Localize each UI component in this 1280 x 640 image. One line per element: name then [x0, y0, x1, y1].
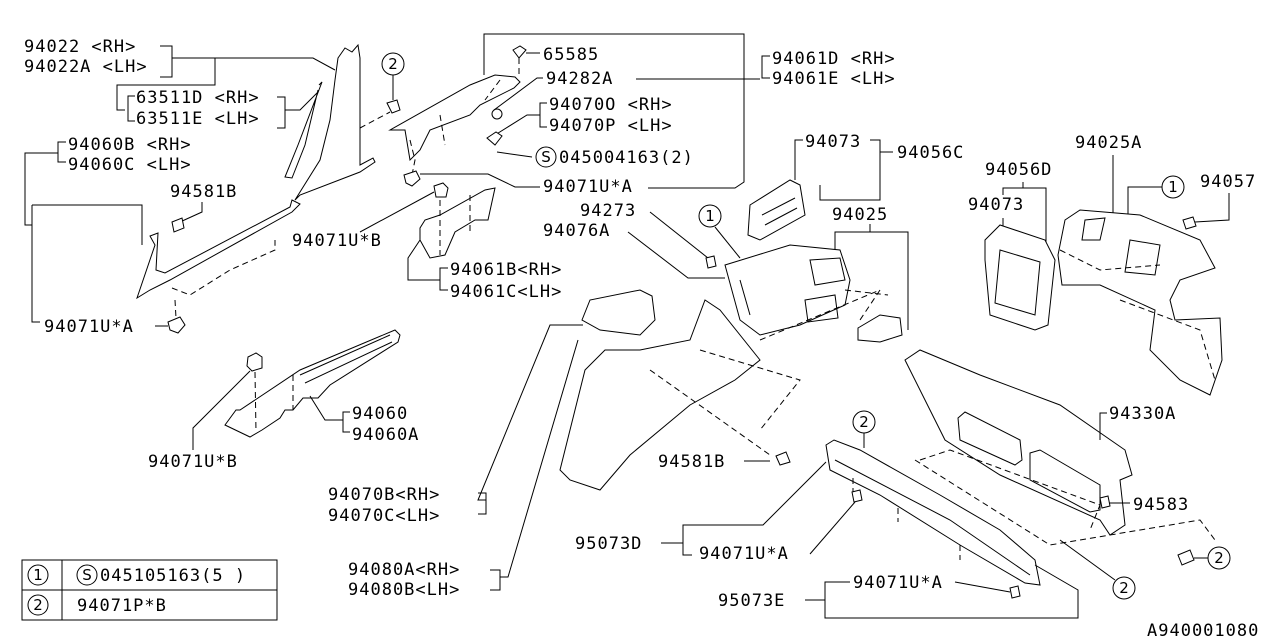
legend-part-1[interactable]: 045105163(5 ) — [100, 566, 246, 586]
part-label-045004163[interactable]: 045004163(2) — [559, 148, 694, 168]
part-label-94073-a[interactable]: 94073 — [805, 132, 861, 152]
svg-text:2: 2 — [859, 413, 869, 431]
assembly-box-94061D — [483, 33, 745, 189]
part-label-94070C[interactable]: 94070C<LH> — [328, 506, 440, 526]
clip-icon — [1009, 585, 1021, 599]
part-label-94060[interactable]: 94060 — [352, 404, 408, 424]
sill-plate-95073D[interactable] — [825, 439, 1041, 586]
part-label-94282A[interactable]: 94282A — [546, 69, 613, 89]
panel-94056D[interactable] — [984, 224, 1056, 331]
part-label-94056C[interactable]: 94056C — [897, 143, 964, 163]
bracket-63511 — [127, 95, 135, 122]
part-label-94057[interactable]: 94057 — [1200, 172, 1256, 192]
part-label-94581B-low[interactable]: 94581B — [658, 452, 725, 472]
clip-icon — [775, 451, 791, 466]
part-label-95073D[interactable]: 95073D — [575, 534, 642, 554]
part-label-94056D[interactable]: 94056D — [985, 160, 1052, 180]
part-label-63511E[interactable]: 63511E <LH> — [136, 109, 260, 129]
part-label-65585[interactable]: 65585 — [543, 45, 599, 65]
part-label-94581B-top[interactable]: 94581B — [170, 182, 237, 202]
clip-94071UB-low — [246, 352, 263, 372]
screw-symbol — [76, 564, 98, 586]
part-label-94071UA-mid[interactable]: 94071U*A — [699, 544, 789, 564]
legend-table: 1 S 045105163(5 ) 2 94071P*B — [21, 559, 278, 621]
legend-callout-1 — [27, 564, 49, 586]
clip-icon — [851, 489, 863, 503]
clip-icon — [167, 316, 186, 334]
label-group-94022: 94022 <RH> 94022A <LH> — [24, 37, 336, 111]
screw-icon — [1182, 216, 1197, 230]
svg-text:2: 2 — [1214, 549, 1224, 567]
clip-icon — [491, 108, 503, 120]
part-label-94061D[interactable]: 94061D <RH> — [772, 49, 896, 69]
part-label-94080A[interactable]: 94080A<RH> — [348, 560, 460, 580]
svg-text:S: S — [82, 566, 92, 584]
part-label-94060A[interactable]: 94060A — [352, 425, 419, 445]
part-label-94060B[interactable]: 94060B <RH> — [68, 135, 192, 155]
weatherstrip-63511[interactable] — [284, 81, 323, 179]
part-label-94330A[interactable]: 94330A — [1109, 404, 1176, 424]
clip-icon — [433, 182, 449, 198]
part-label-94071UB-low[interactable]: 94071U*B — [148, 452, 238, 472]
part-label-94070B[interactable]: 94070B<RH> — [328, 485, 440, 505]
screw-icon — [1177, 549, 1195, 566]
quarter-trim-94025A[interactable] — [1057, 209, 1223, 396]
part-label-63511D[interactable]: 63511D <RH> — [136, 88, 260, 108]
clip-icon — [705, 255, 717, 269]
trim-94061B[interactable] — [419, 187, 496, 259]
part-label-95073E[interactable]: 95073E — [718, 591, 785, 611]
label-group-63511: 63511D <RH> 63511E <LH> — [127, 88, 319, 129]
label-group-94060B: 94060B <RH> 94060C <LH> — [24, 135, 192, 323]
callout-1-center[interactable] — [698, 204, 722, 228]
part-label-94060C[interactable]: 94060C <LH> — [68, 155, 192, 175]
part-label-94583[interactable]: 94583 — [1133, 495, 1189, 515]
part-label-94061E[interactable]: 94061E <LH> — [772, 69, 896, 89]
svg-text:1: 1 — [33, 566, 43, 584]
svg-text:1: 1 — [1168, 178, 1178, 196]
callout-2-lower[interactable] — [1112, 576, 1136, 600]
part-label-94080B[interactable]: 94080B<LH> — [348, 580, 460, 600]
leader-94022 — [160, 45, 336, 78]
svg-text:2: 2 — [388, 55, 398, 73]
svg-text:S: S — [541, 148, 551, 166]
legend-callout-2 — [27, 594, 49, 616]
part-label-94061C[interactable]: 94061C<LH> — [450, 282, 562, 302]
leader-63511-part — [277, 91, 319, 129]
part-label-94070O[interactable]: 94070O <RH> — [549, 95, 673, 115]
part-label-94071UA-top[interactable]: 94071U*A — [543, 177, 633, 197]
part-label-94025A[interactable]: 94025A — [1075, 133, 1142, 153]
diagram-code: A940001080 — [1147, 621, 1259, 640]
screw-symbol — [535, 146, 557, 168]
part-label-94022A[interactable]: 94022A <LH> — [24, 57, 148, 77]
screw-icon — [171, 217, 185, 233]
legend-part-2[interactable]: 94071P*B — [77, 596, 167, 616]
part-label-94070P[interactable]: 94070P <LH> — [549, 116, 673, 136]
clip-icon — [386, 99, 401, 114]
part-label-94071UB-mid[interactable]: 94071U*B — [292, 231, 382, 251]
clip-94071UA-top — [403, 170, 421, 187]
part-label-94071UA-left[interactable]: 94071U*A — [44, 317, 134, 337]
pillar-trim-94022[interactable] — [294, 43, 376, 201]
part-label-94071UA-bot[interactable]: 94071U*A — [853, 573, 943, 593]
clip-icon — [1099, 495, 1111, 509]
part-label-94076A[interactable]: 94076A — [543, 221, 610, 241]
leader-63511 — [116, 58, 216, 111]
svg-text:1: 1 — [705, 207, 715, 225]
svg-text:2: 2 — [33, 596, 43, 614]
kick-panel-94060[interactable] — [224, 329, 401, 438]
cover-icon — [857, 314, 903, 343]
svg-text:2: 2 — [1119, 579, 1129, 597]
part-label-94022[interactable]: 94022 <RH> — [24, 37, 136, 57]
leader-94060B — [24, 141, 66, 226]
part-label-94061B[interactable]: 94061B<RH> — [450, 260, 562, 280]
sill-trim-94060B[interactable] — [136, 199, 301, 300]
clip-icon — [486, 131, 503, 146]
panel-94056C[interactable] — [747, 179, 806, 241]
quarter-lower-trim-94080A[interactable] — [559, 299, 761, 491]
part-label-94073-b[interactable]: 94073 — [968, 195, 1024, 215]
part-label-94025[interactable]: 94025 — [832, 205, 888, 225]
trim-94070B[interactable] — [581, 289, 656, 336]
part-label-94273[interactable]: 94273 — [580, 201, 636, 221]
